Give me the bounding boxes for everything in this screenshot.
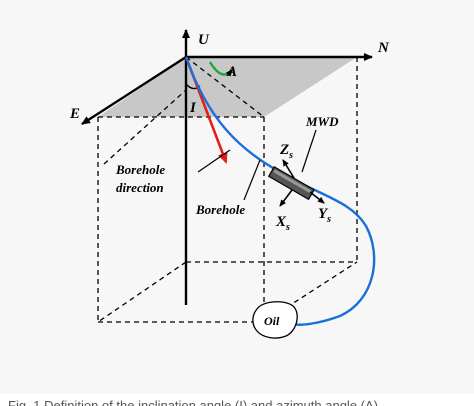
mwd-tool (267, 165, 315, 201)
shaded-surface-plane (98, 57, 357, 117)
borehole-pointer (243, 159, 261, 201)
east-axis-label: E (69, 106, 80, 122)
oil-label: Oil (264, 314, 280, 328)
azimuth-arc (208, 61, 233, 77)
up-axis-label: U (198, 32, 210, 48)
tool-y-axis (309, 191, 325, 204)
tool-x-label: Xs (275, 214, 290, 233)
tool-z-axis (282, 159, 295, 179)
east-axis (81, 55, 187, 126)
borehole-path (184, 56, 376, 326)
mwd-pointer (301, 129, 317, 173)
diagram-svg: U N E A I MWD Borehole direction Borehol… (69, 29, 390, 339)
borehole-direction-pointer (197, 149, 231, 173)
tool-y-label: Ys (318, 206, 331, 225)
mwd-label: MWD (305, 114, 339, 129)
borehole-geometry-figure: U N E A I MWD Borehole direction Borehol… (69, 29, 390, 339)
figure-caption: Fig. 1 Definition of the inclination ang… (8, 398, 378, 406)
azimuth-angle-label: A (226, 64, 237, 80)
north-axis-label: N (377, 40, 390, 56)
borehole-label: Borehole (195, 202, 245, 217)
borehole-direction-label-line1: Borehole (115, 162, 165, 177)
inclination-angle-label: I (189, 100, 197, 116)
oil-reservoir-shape (252, 301, 298, 339)
borehole-direction-label-line2: direction (116, 180, 164, 195)
tool-x-axis (279, 189, 293, 207)
tool-z-label: Zs (279, 142, 293, 161)
